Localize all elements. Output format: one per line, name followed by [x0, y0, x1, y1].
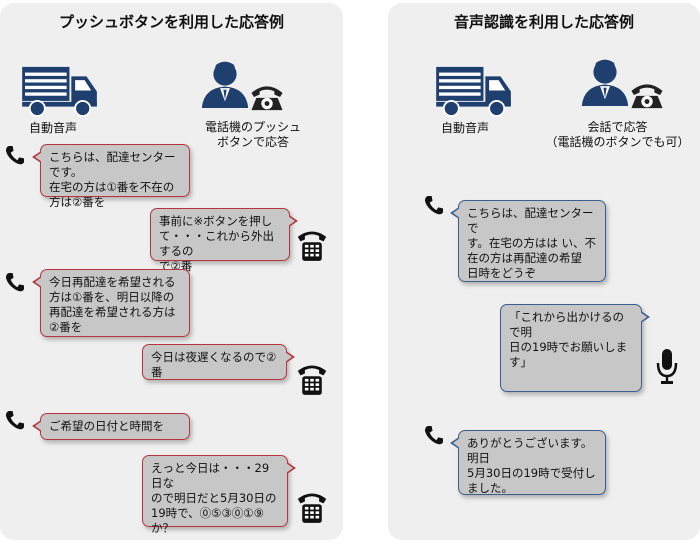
handset-icon — [5, 410, 24, 431]
rotary-phone-icon — [249, 83, 285, 111]
user-message-1: 「これから出かけるので明 日の19時でお願いしま す」 — [500, 304, 650, 392]
system-message-2: 今日再配達を希望される 方は①番を、明日以降の 再配達を希望される方は ②番を — [32, 269, 190, 337]
push-phone-icon — [296, 488, 328, 524]
system-message-1: こちらは、配達センターです。 在宅の方は①番を不在の 方は②番を — [32, 144, 190, 209]
push-phone-icon — [296, 226, 328, 262]
handset-icon — [5, 272, 24, 293]
auto-voice-label: 自動音声 — [440, 121, 489, 135]
rotary-phone-icon — [629, 81, 665, 109]
system-message-3: ご希望の日付と時間を — [32, 413, 190, 440]
panel-title: 音声認識を利用した応答例 — [453, 13, 634, 31]
user-message-2: 今日は夜遅くなるので② 番 — [142, 344, 295, 380]
panel-title: プッシュボタンを利用した応答例 — [58, 13, 284, 31]
truck-icon — [22, 65, 98, 117]
push-phone-icon — [296, 360, 328, 396]
user-message-1: 事前に※ボタンを押し て・・・これから外出するの で②番 — [150, 208, 298, 273]
user-response-label: 電話機のプッシュ ボタンで応答 — [204, 120, 301, 149]
truck-icon — [436, 65, 512, 117]
user-response-label: 会話で応答 （電話機のボタンでも可） — [545, 120, 690, 149]
microphone-icon — [655, 348, 679, 386]
system-message-1: こちらは、配達センターで す。在宅の方はは い、不 在の方は再配達の希望 日時を… — [450, 200, 606, 282]
handset-icon — [424, 425, 443, 446]
handset-icon — [5, 145, 24, 166]
handset-icon — [424, 195, 443, 216]
person-icon — [580, 58, 630, 106]
auto-voice-label: 自動音声 — [28, 121, 77, 135]
system-message-2: ありがとうございます。明日 5月30日の19時で受付し ました。 — [450, 430, 606, 495]
person-icon — [200, 60, 250, 108]
user-message-3: えっと今日は・・・29日な ので明日だと5月30日の 19時で、⓪⑤③⓪①⑨ か… — [142, 455, 296, 535]
